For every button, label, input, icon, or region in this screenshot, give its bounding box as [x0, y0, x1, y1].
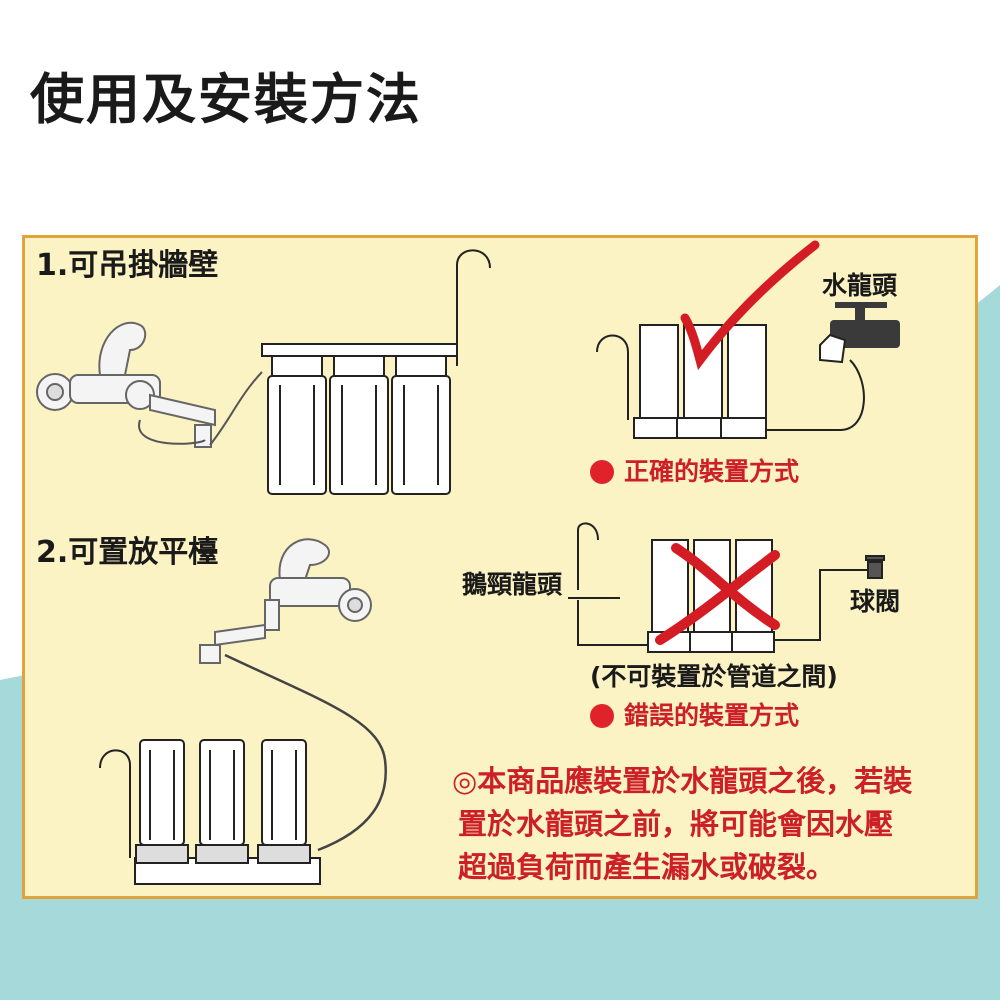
correct-legend: 正確的裝置方式 [590, 456, 799, 488]
ball-valve-label: 球閥 [850, 587, 901, 616]
wrong-caption: (不可裝置於管道之間) [590, 662, 838, 691]
counter-faucet-illustration [199, 538, 372, 664]
section1-label: 1.可吊掛牆壁 [36, 248, 219, 283]
three-stage-filter-counter [99, 739, 321, 885]
correct-installation-illustration [596, 324, 865, 439]
wall-faucet-illustration [36, 322, 216, 448]
gooseneck-label: 鵝頸龍頭 [462, 570, 563, 599]
note-line-1: ◎本商品應裝置於水龍頭之後，若裝 [452, 764, 913, 798]
note-line-2: 置於水龍頭之前，將可能會因水壓 [458, 807, 894, 841]
wrong-legend: 錯誤的裝置方式 [590, 700, 799, 732]
warning-note: ◎本商品應裝置於水龍頭之後，若裝 置於水龍頭之前，將可能會因水壓 超過負荷而產生… [452, 760, 962, 889]
red-dot-icon [590, 704, 614, 728]
section2-label: 2.可置放平檯 [36, 535, 219, 570]
red-dot-icon [590, 460, 614, 484]
note-line-3: 超過負荷而產生漏水或破裂。 [458, 850, 836, 884]
cross-mark [655, 543, 780, 645]
three-stage-filter-wall [261, 249, 491, 495]
check-mark [680, 240, 820, 371]
faucet-label: 水龍頭 [822, 271, 898, 300]
wall-tap-illustration [819, 302, 900, 364]
wrong-legend-text: 錯誤的裝置方式 [624, 701, 800, 730]
correct-legend-text: 正確的裝置方式 [624, 457, 800, 486]
page-title: 使用及安裝方法 [30, 68, 422, 131]
